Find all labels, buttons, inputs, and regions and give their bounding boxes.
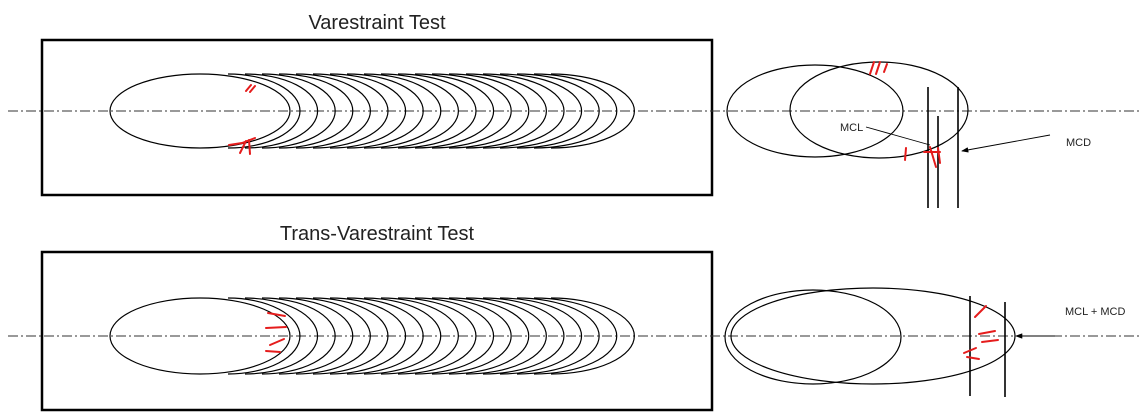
weld-pool-front-arc: [363, 297, 442, 375]
trans-varestraint-title: Trans-Varestraint Test: [280, 223, 475, 245]
weld-pool-front-arc: [329, 73, 407, 149]
cracks-bottom: [265, 312, 287, 353]
weld-pool-front-arc: [431, 297, 512, 375]
weld-pool-front-arc: [533, 73, 618, 149]
weld-pool-front-arc: [312, 297, 389, 375]
weld-pool-front-arc: [278, 73, 354, 149]
weld-pool-front-arc: [244, 297, 319, 375]
mcd-leader-arrow: [961, 134, 1051, 153]
weld-pool-front-arc: [550, 73, 635, 149]
weld-pool-front-arc: [295, 297, 371, 375]
weld-pool-front-arc: [346, 73, 424, 149]
weld-pool-front-arc: [465, 73, 547, 149]
cracks-top: [228, 84, 256, 155]
weld-pool-front-arc: [312, 73, 389, 149]
specimen-frame-top: [40, 38, 714, 197]
weld-pool-outline: [789, 61, 969, 159]
weld-pool-front-arc: [380, 297, 459, 375]
weld-pool-front-arc: [261, 73, 336, 149]
weld-pool-front-arc: [397, 297, 477, 375]
varestraint-title: Varestraint Test: [308, 12, 446, 34]
weld-pool-outline: [724, 289, 902, 385]
weld-pool-sequence-bottom: [109, 297, 635, 375]
weld-pool-outline: [109, 73, 291, 149]
weld-pool-front-arc: [533, 297, 618, 375]
mcl-leader-line: [865, 126, 931, 146]
weld-pool-front-arc: [244, 73, 319, 149]
weld-pool-front-arc: [414, 73, 495, 149]
weld-pool-front-arc: [346, 297, 424, 375]
weld-pool-front-arc: [329, 297, 407, 375]
mcl-label: MCL: [840, 122, 863, 134]
weld-pool-front-arc: [465, 297, 547, 375]
weld-pool-front-arc: [550, 297, 635, 375]
weld-pool-front-arc: [397, 73, 477, 149]
weld-pool-front-arc: [499, 297, 583, 375]
mcl-mcd-label: MCL + MCD: [1065, 306, 1125, 318]
weld-pool-outline: [730, 287, 1016, 385]
weld-pool-front-arc: [431, 73, 512, 149]
weld-pool-front-arc: [482, 297, 565, 375]
weld-pool-front-arc: [516, 297, 600, 375]
weld-pool-front-arc: [227, 73, 301, 149]
weld-pool-front-arc: [380, 73, 459, 149]
weld-pool-front-arc: [414, 297, 495, 375]
weld-pool-front-arc: [227, 297, 301, 375]
weld-pool-front-arc: [482, 73, 565, 149]
mcd-label: MCD: [1066, 137, 1091, 149]
specimen-frame-bottom: [40, 250, 714, 412]
weld-pool-outline: [109, 297, 291, 375]
weld-pool-front-arc: [516, 73, 600, 149]
weld-pool-front-arc: [261, 297, 336, 375]
weld-pool-front-arc: [499, 73, 583, 149]
detail-view-top: MCL MCD: [726, 61, 1091, 208]
weld-pool-front-arc: [278, 297, 354, 375]
weld-pool-front-arc: [448, 73, 530, 149]
weld-pool-sequence-top: [109, 73, 635, 149]
weld-pool-front-arc: [295, 73, 371, 149]
weld-pool-front-arc: [448, 297, 530, 375]
weld-pool-front-arc: [363, 73, 442, 149]
detail-view-bottom: MCL + MCD: [724, 287, 1125, 397]
weld-pool-outline: [726, 64, 904, 158]
